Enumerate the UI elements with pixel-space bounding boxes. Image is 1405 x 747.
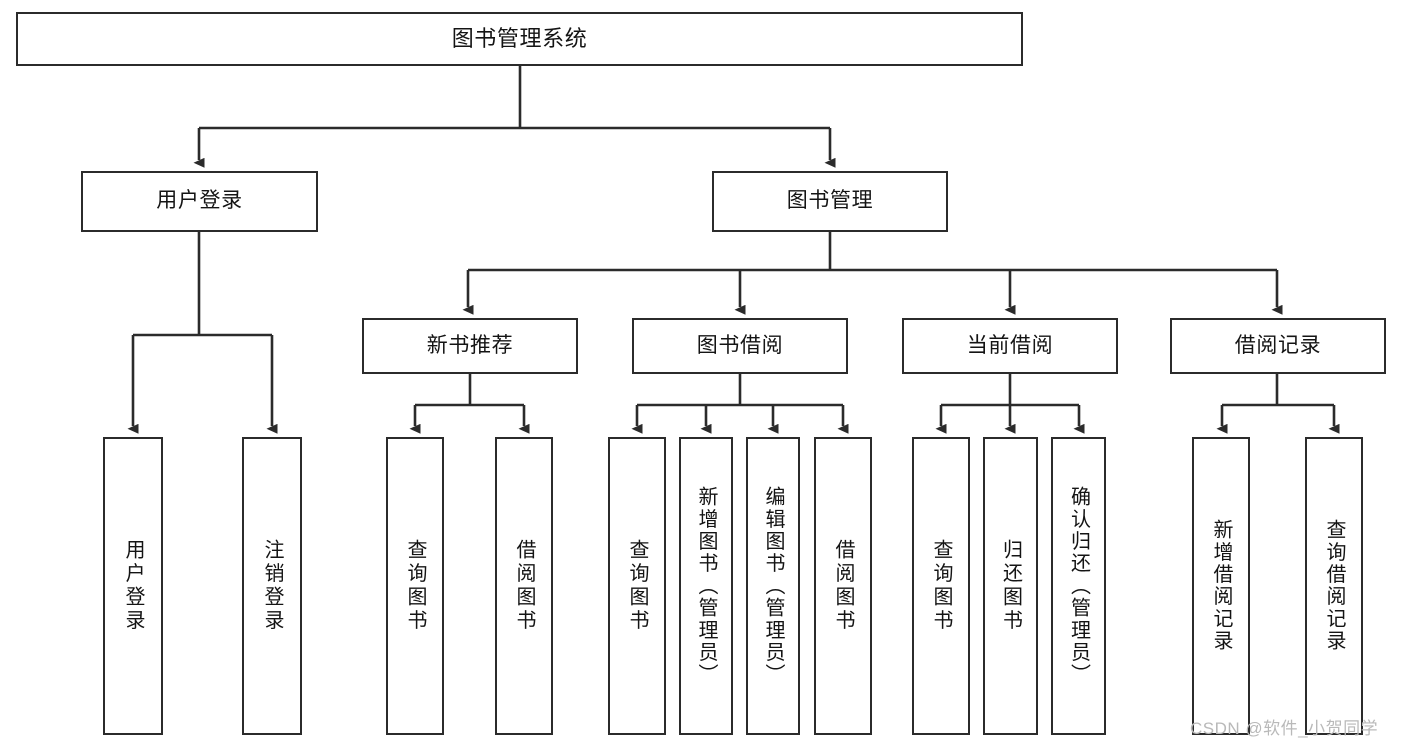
node-user-login[interactable]: 用户登录 [81, 171, 318, 232]
node-leaf-logout-label: 注销登录 [261, 539, 283, 633]
node-root-label: 图书管理系统 [451, 26, 588, 52]
node-leaf-edit-book-admin[interactable]: 编辑图书（管理员） [746, 437, 800, 735]
node-new-book-recommend[interactable]: 新书推荐 [362, 318, 578, 374]
node-leaf-return-book[interactable]: 归还图书 [983, 437, 1038, 735]
node-leaf-query-book-borrow[interactable]: 查询图书 [608, 437, 666, 735]
node-leaf-borrow-book-recommend[interactable]: 借阅图书 [495, 437, 553, 735]
node-root-book-management-system[interactable]: 图书管理系统 [16, 12, 1023, 66]
node-current-borrow-label: 当前借阅 [966, 333, 1054, 357]
node-leaf-query-book-current-label: 查询图书 [930, 539, 952, 633]
node-leaf-borrow-book-borrow-label: 借阅图书 [832, 539, 854, 633]
node-leaf-query-borrow-record-label: 查询借阅记录 [1323, 519, 1345, 653]
node-leaf-confirm-return-admin[interactable]: 确认归还（管理员） [1051, 437, 1106, 735]
node-new-book-recommend-label: 新书推荐 [426, 333, 514, 357]
node-book-borrow-label: 图书借阅 [696, 333, 784, 357]
node-leaf-borrow-book-borrow[interactable]: 借阅图书 [814, 437, 872, 735]
node-leaf-confirm-return-admin-label: 确认归还（管理员） [1067, 486, 1090, 686]
node-leaf-add-borrow-record[interactable]: 新增借阅记录 [1192, 437, 1250, 735]
node-leaf-add-borrow-record-label: 新增借阅记录 [1210, 519, 1232, 653]
node-leaf-user-login-label: 用户登录 [122, 539, 144, 633]
node-leaf-user-login[interactable]: 用户登录 [103, 437, 163, 735]
csdn-watermark: CSDN @软件_小贺同学 [1190, 719, 1379, 738]
node-borrow-record-label: 借阅记录 [1234, 333, 1322, 357]
node-user-login-label: 用户登录 [156, 189, 243, 213]
node-book-management[interactable]: 图书管理 [712, 171, 948, 232]
node-leaf-add-book-admin-label: 新增图书（管理员） [695, 486, 717, 686]
node-leaf-query-book-recommend-label: 查询图书 [404, 539, 426, 633]
node-book-borrow[interactable]: 图书借阅 [632, 318, 848, 374]
node-leaf-query-book-borrow-label: 查询图书 [626, 539, 648, 633]
node-book-management-label: 图书管理 [786, 189, 874, 213]
node-borrow-record[interactable]: 借阅记录 [1170, 318, 1386, 374]
node-leaf-borrow-book-recommend-label: 借阅图书 [513, 539, 535, 633]
node-leaf-add-book-admin[interactable]: 新增图书（管理员） [679, 437, 733, 735]
node-current-borrow[interactable]: 当前借阅 [902, 318, 1118, 374]
node-leaf-query-book-current[interactable]: 查询图书 [912, 437, 970, 735]
node-leaf-return-book-label: 归还图书 [999, 539, 1022, 633]
node-leaf-query-book-recommend[interactable]: 查询图书 [386, 437, 444, 735]
node-leaf-logout[interactable]: 注销登录 [242, 437, 302, 735]
node-leaf-query-borrow-record[interactable]: 查询借阅记录 [1305, 437, 1363, 735]
node-leaf-edit-book-admin-label: 编辑图书（管理员） [762, 486, 784, 686]
